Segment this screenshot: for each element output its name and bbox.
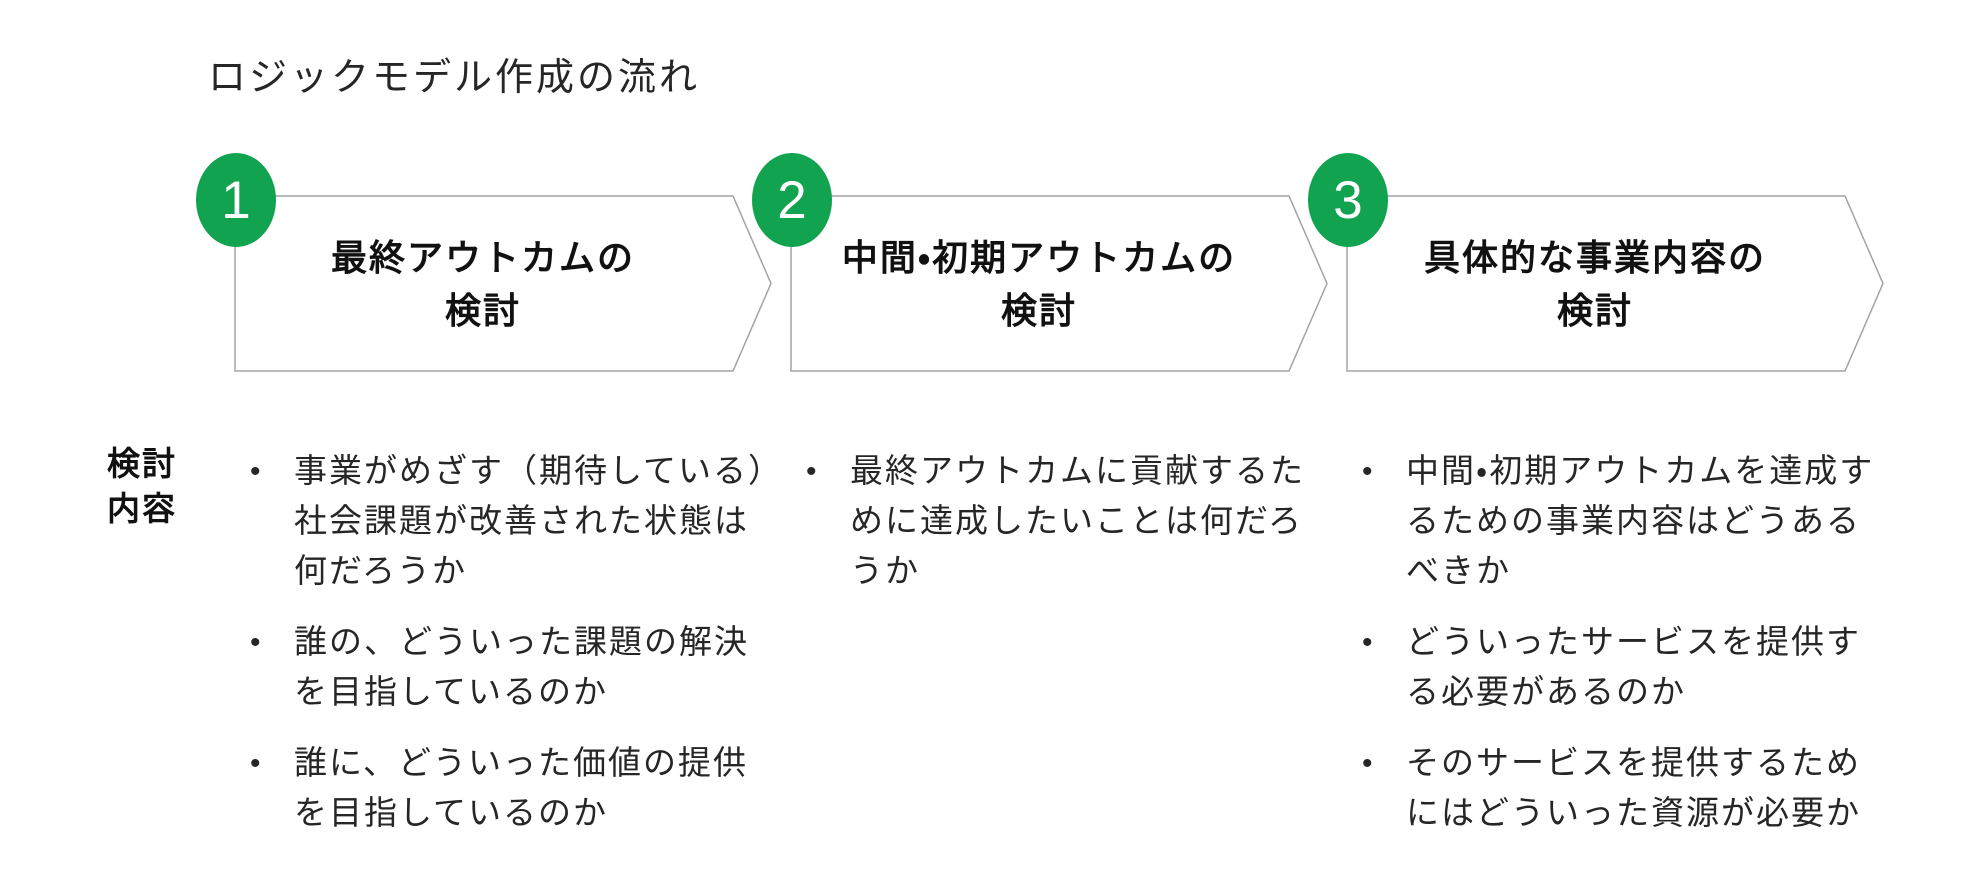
step-2-number-badge: 2 — [752, 153, 832, 247]
step-title-line: 検討 — [1000, 289, 1077, 331]
step-title-line: 検討 — [1556, 289, 1633, 331]
bullet-item: 中間・初期アウトカムを達成するための事業内容はどうあるべきか — [1360, 446, 1884, 596]
step-1-title: 最終アウトカムの 検討 — [234, 195, 732, 372]
chevron-shape — [234, 195, 772, 372]
step-number: 1 — [221, 170, 251, 230]
bullet-item: そのサービスを提供するためにはどういった資源が必要か — [1360, 738, 1884, 838]
step-3-number-badge: 3 — [1308, 153, 1388, 247]
chevron-shape — [1346, 195, 1884, 372]
bullet-item: どういったサービスを提供する必要があるのか — [1360, 617, 1884, 717]
step-title-line: 検討 — [444, 289, 521, 331]
step-3-title: 具体的な事業内容の 検討 — [1346, 195, 1844, 372]
step-1-number-badge: 1 — [196, 153, 276, 247]
step-3-bullet-list: 中間・初期アウトカムを達成するための事業内容はどうあるべきか どういったサービス… — [1360, 446, 1884, 859]
step-2-bullet-list: 最終アウトカムに貢献するために達成したいことは何だろうか — [804, 446, 1328, 617]
page-title: ロジックモデル作成の流れ — [208, 57, 701, 99]
bullet-item: 最終アウトカムに貢献するために達成したいことは何だろうか — [804, 446, 1328, 596]
step-1-header: 1 最終アウトカムの 検討 — [196, 153, 772, 372]
bullet-item: 誰に、どういった価値の提供を目指しているのか — [248, 738, 772, 838]
step-title-line: 中間・初期アウトカムの — [841, 236, 1237, 278]
step-title-line: 具体的な事業内容の — [1423, 236, 1766, 278]
step-2-header: 2 中間・初期アウトカムの 検討 — [752, 153, 1328, 372]
step-2-title: 中間・初期アウトカムの 検討 — [790, 195, 1288, 372]
step-number: 3 — [1333, 170, 1363, 230]
bullet-item: 事業がめざす（期待している）社会課題が改善された状態は何だろうか — [248, 446, 772, 596]
bullet-item: 誰の、どういった課題の解決を目指しているのか — [248, 617, 772, 717]
step-title-line: 最終アウトカムの — [330, 236, 635, 278]
step-1-bullet-list: 事業がめざす（期待している）社会課題が改善された状態は何だろうか 誰の、どういっ… — [248, 446, 772, 859]
step-3-header: 3 具体的な事業内容の 検討 — [1308, 153, 1884, 372]
step-number: 2 — [777, 170, 807, 230]
row-header-label: 検討 内容 — [107, 445, 177, 527]
chevron-shape — [790, 195, 1328, 372]
